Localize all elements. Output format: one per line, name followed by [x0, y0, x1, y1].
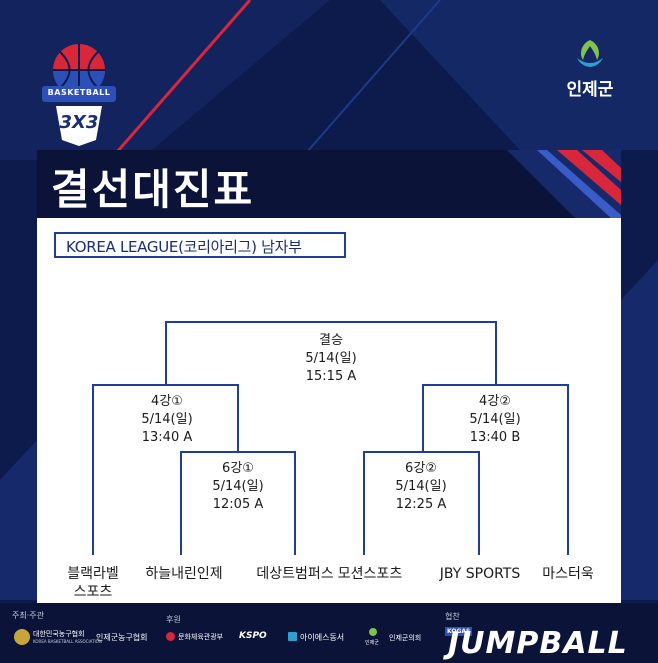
league-tag: KOREA LEAGUE(코리아리그) 남자부: [54, 232, 346, 258]
footer-support-1: KOGAS: [445, 627, 473, 636]
footer-host-1: 대한민국농구협회: [33, 630, 85, 638]
footer: 주최·주관 대한민국농구협회 KOREA BASKETBALL ASSOCIAT…: [0, 603, 658, 663]
match-qf-right: 6강② 5/14(일) 12:25 A: [371, 460, 471, 514]
match-qf-left-round: 6강①: [222, 461, 254, 476]
match-semi-left-round: 4강①: [151, 394, 183, 409]
footer-sponsor-3: 아이에스동서: [300, 633, 345, 642]
team-5: JBY SPORTS: [439, 566, 521, 582]
inje-leaf-icon: [577, 40, 603, 67]
match-semi-right-round: 4강②: [479, 394, 511, 409]
match-semi-right-date: 5/14(일): [469, 412, 521, 427]
match-semi-left-date: 5/14(일): [141, 412, 193, 427]
team-6: 마스터욱: [542, 566, 594, 582]
footer-sponsor-1: 문화체육관광부: [178, 633, 224, 641]
footer-sponsor-label: 후원: [166, 615, 181, 624]
match-qf-left-time: 12:05 A: [212, 497, 264, 512]
isdongseo-emblem-icon: [288, 632, 297, 641]
match-semi-left-time: 13:40 A: [141, 430, 193, 445]
match-qf-right-round: 6강②: [405, 461, 437, 476]
mcst-emblem-icon: [166, 632, 175, 641]
sponsor-logo: 인제군: [560, 38, 620, 102]
basketball-3x3-icon: [42, 44, 116, 146]
match-qf-left-date: 5/14(일): [212, 479, 264, 494]
jumpball-brand: JUMPBALL: [448, 626, 628, 661]
team-2: 하늘내린인제: [145, 566, 223, 582]
footer-host-label: 주최·주관: [12, 611, 44, 620]
footer-sponsor-2: KSPO: [239, 631, 267, 641]
event-logo-bottom-text: 3X3: [59, 112, 99, 133]
team-4: 모션스포츠: [337, 566, 403, 582]
team-1-line-1: 블랙라벨: [67, 566, 119, 582]
match-final: 결승 5/14(일) 15:15 A: [281, 332, 381, 386]
match-semi-left: 4강① 5/14(일) 13:40 A: [117, 393, 217, 447]
team-3: 데상트범퍼스: [256, 566, 334, 582]
match-final-date: 5/14(일): [305, 351, 357, 366]
match-semi-right-time: 13:40 B: [469, 430, 521, 445]
match-final-time: 15:15 A: [305, 369, 357, 384]
kba-emblem-icon: [14, 629, 30, 645]
team-1-line-2: 스포츠: [73, 584, 113, 600]
match-qf-right-date: 5/14(일): [395, 479, 447, 494]
match-semi-right: 4강② 5/14(일) 13:40 B: [445, 393, 545, 447]
title-band: 결선대진표: [37, 150, 621, 220]
event-logo: BASKETBALL 3X3: [38, 40, 120, 146]
page-title: 결선대진표: [51, 165, 255, 214]
match-qf-right-time: 12:25 A: [395, 497, 447, 512]
event-logo-top-text: BASKETBALL: [47, 88, 111, 97]
team-1: 블랙라벨 스포츠: [53, 565, 133, 601]
inje-small-emblem-icon: [369, 628, 377, 636]
footer-sponsor-4: 인제군: [365, 640, 379, 646]
footer-host-2: 인제군농구협회: [96, 633, 148, 642]
footer-sponsor-5: 인제군의회: [389, 634, 422, 642]
match-final-round: 결승: [319, 333, 343, 348]
match-qf-left: 6강① 5/14(일) 12:05 A: [188, 460, 288, 514]
footer-support-label: 협찬: [445, 612, 460, 621]
sponsor-logo-name: 인제군: [566, 80, 614, 100]
footer-host-1-sub: KOREA BASKETBALL ASSOCIATION: [33, 639, 102, 644]
title-band-stripes: [507, 150, 621, 220]
league-name: KOREA LEAGUE(코리아리그) 남자부: [66, 238, 302, 256]
